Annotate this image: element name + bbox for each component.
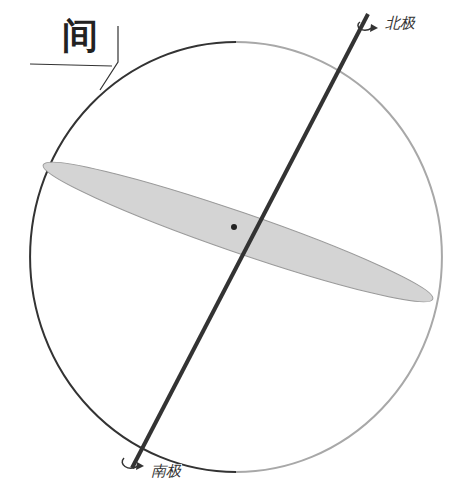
equator-plane [37,146,440,318]
center-dot [231,224,237,230]
sphere-outline [30,42,236,472]
rotation-arrow [122,458,138,468]
earth-axis [132,14,368,468]
rotation-arrow [136,462,144,470]
leader-line [100,26,118,90]
leader-line [30,64,112,66]
pole-label: 北极 [384,16,416,31]
rotation-arrow [370,24,378,32]
rotation-arrow [358,22,372,30]
pole-label: 南极 [150,464,182,479]
region-label: 间 [62,18,98,54]
